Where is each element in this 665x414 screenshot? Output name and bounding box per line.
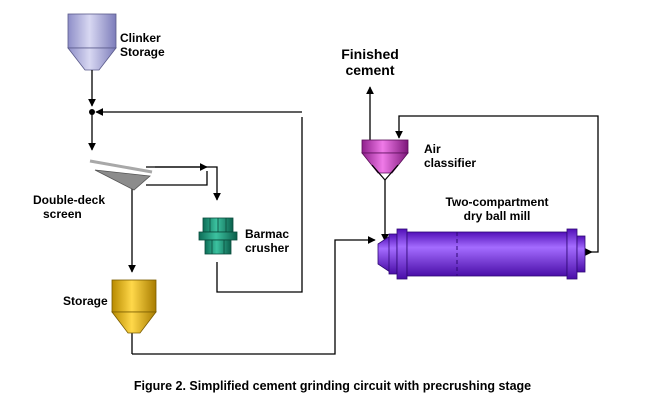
- air-classifier-label-line2: classifier: [424, 156, 477, 170]
- barmac-crusher-label: Barmac crusher: [245, 227, 289, 255]
- finished-cement-label: Finished cement: [334, 46, 406, 78]
- barmac-crusher-label-line1: Barmac: [245, 227, 290, 241]
- storage-hopper: [111, 279, 157, 334]
- double-deck-screen-label-line1: Double-deck: [33, 193, 106, 207]
- flow-lines: [88, 70, 599, 355]
- finished-cement-label-line1: Finished: [341, 46, 399, 62]
- clinker-storage-hopper: [67, 13, 117, 71]
- barmac-crusher-label-line2: crusher: [245, 241, 290, 255]
- air-classifier-label: Air classifier: [424, 142, 476, 170]
- ball-mill-label-line1: Two-compartment: [445, 195, 549, 209]
- ball-mill-label-line2: dry ball mill: [463, 209, 531, 223]
- finished-cement-label-line2: cement: [345, 62, 395, 78]
- clinker-storage-label: Clinker Storage: [120, 31, 165, 59]
- storage-label: Storage: [63, 294, 108, 308]
- clinker-storage-label-line2: Storage: [120, 45, 165, 59]
- double-deck-screen: [89, 159, 153, 191]
- junction-dot: [89, 109, 95, 115]
- double-deck-screen-label-line2: screen: [43, 207, 82, 221]
- ball-mill-label: Two-compartment dry ball mill: [437, 195, 557, 223]
- air-classifier-label-line1: Air: [424, 142, 441, 156]
- clinker-storage-label-line1: Clinker: [120, 31, 161, 45]
- air-classifier: [361, 139, 409, 181]
- ball-mill: [377, 228, 586, 280]
- double-deck-screen-label: Double-deck screen: [33, 193, 105, 221]
- barmac-crusher: [198, 217, 238, 255]
- figure-caption: Figure 2. Simplified cement grinding cir…: [133, 379, 532, 393]
